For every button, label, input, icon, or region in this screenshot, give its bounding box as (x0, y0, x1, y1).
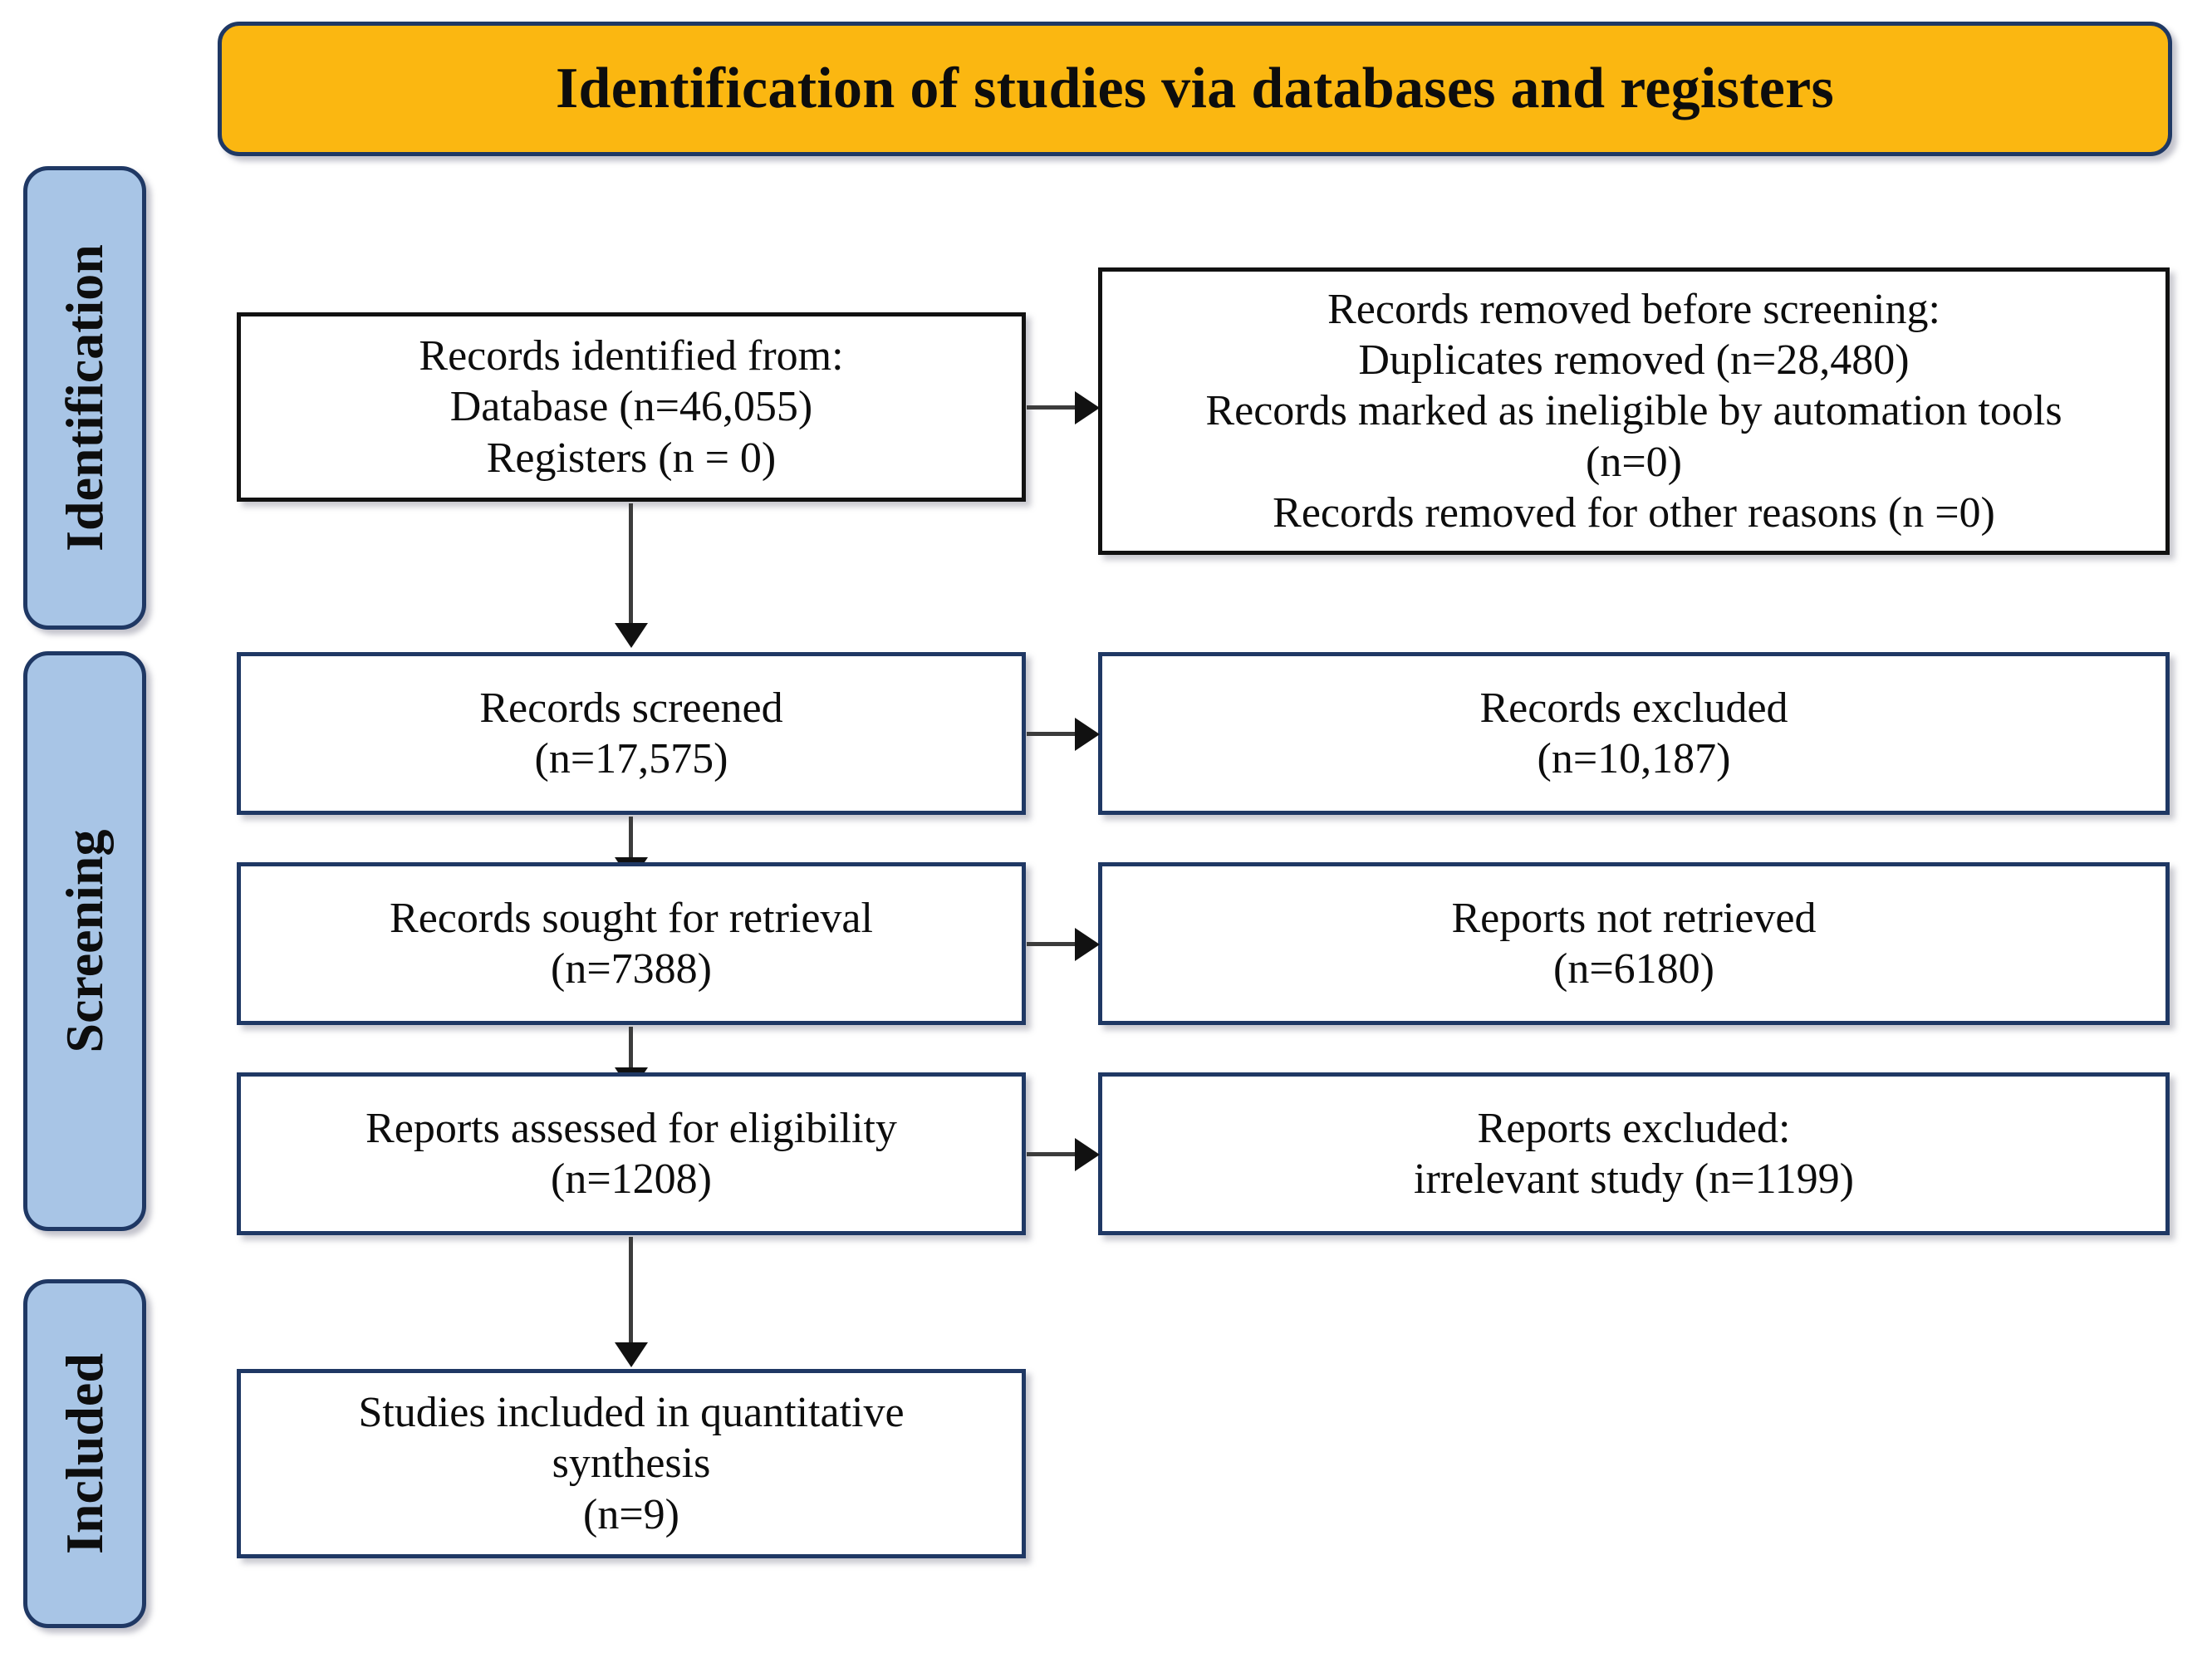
stage-tab-screening-label: Screening (55, 829, 114, 1053)
stage-tab-included-label: Included (55, 1353, 114, 1554)
arrowhead-assessed-to-reports-excluded-icon (1075, 1138, 1100, 1171)
stage-tab-identification: Identification (23, 166, 146, 630)
box-records-removed-text: Records removed before screening: Duplic… (1205, 285, 2062, 537)
box-reports-assessed-text: Reports assessed for eligibility (n=1208… (365, 1104, 897, 1203)
page-title: Identification of studies via databases … (555, 56, 1835, 121)
arrowhead-screened-to-excluded-icon (1075, 718, 1100, 751)
connector-screened-to-sought (629, 817, 633, 860)
connector-sought-to-not-retrieved (1027, 942, 1078, 946)
box-studies-included: Studies included in quantitative synthes… (237, 1369, 1026, 1558)
box-records-identified: Records identified from: Database (n=46,… (237, 312, 1026, 502)
connector-identified-to-screened (629, 503, 633, 625)
box-reports-not-retrieved-text: Reports not retrieved (n=6180) (1451, 894, 1817, 993)
box-reports-excluded-text: Reports excluded: irrelevant study (n=11… (1414, 1104, 1854, 1203)
connector-screened-to-excluded (1027, 732, 1078, 736)
box-records-screened: Records screened (n=17,575) (237, 652, 1026, 815)
arrowhead-identified-to-removed-icon (1075, 391, 1100, 424)
box-records-excluded: Records excluded (n=10,187) (1098, 652, 2170, 815)
stage-tab-included: Included (23, 1279, 146, 1628)
connector-sought-to-assessed (629, 1027, 633, 1070)
box-reports-not-retrieved: Reports not retrieved (n=6180) (1098, 862, 2170, 1025)
box-records-sought: Records sought for retrieval (n=7388) (237, 862, 1026, 1025)
box-records-identified-text: Records identified from: Database (n=46,… (419, 331, 844, 482)
box-records-screened-text: Records screened (n=17,575) (479, 684, 783, 782)
connector-identified-to-removed (1027, 405, 1078, 410)
box-reports-assessed: Reports assessed for eligibility (n=1208… (237, 1072, 1026, 1235)
box-records-removed: Records removed before screening: Duplic… (1098, 267, 2170, 555)
box-records-excluded-text: Records excluded (n=10,187) (1479, 684, 1788, 782)
stage-tab-screening: Screening (23, 651, 146, 1231)
connector-assessed-to-reports-excluded (1027, 1152, 1078, 1156)
arrowhead-sought-to-not-retrieved-icon (1075, 928, 1100, 961)
box-reports-excluded: Reports excluded: irrelevant study (n=11… (1098, 1072, 2170, 1235)
stage-tab-identification-label: Identification (55, 244, 114, 552)
diagram-title-banner: Identification of studies via databases … (218, 22, 2172, 156)
box-records-sought-text: Records sought for retrieval (n=7388) (390, 894, 873, 993)
arrowhead-assessed-to-included-icon (615, 1342, 648, 1367)
arrowhead-identified-to-screened-icon (615, 623, 648, 648)
connector-assessed-to-included (629, 1237, 633, 1345)
box-studies-included-text: Studies included in quantitative synthes… (358, 1388, 905, 1538)
